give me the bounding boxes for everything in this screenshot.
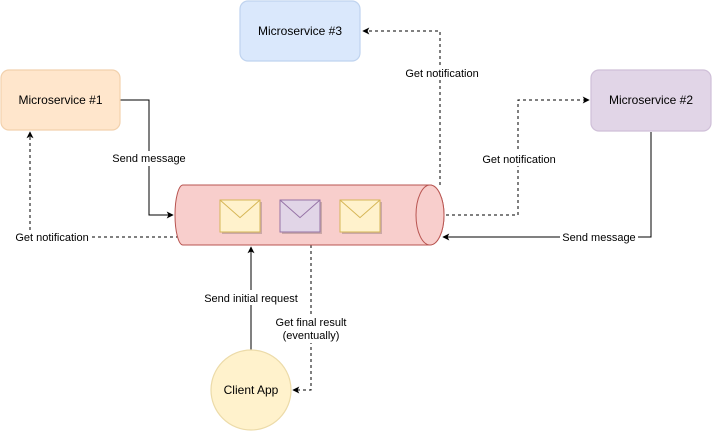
envelope-icon-yellow [219,199,262,234]
envelopes [219,199,382,234]
edge-get-final-result [292,245,312,394]
envelope-icon-yellow [339,199,382,234]
get-notification-label-ms1: Get notification [15,232,88,244]
microservice-3-label: Microservice #3 [258,24,342,38]
send-message-label-ms1: Send message [112,153,185,165]
get-notification-label-ms3: Get notification [405,68,478,80]
microservice-2-label: Microservice #2 [609,93,693,107]
get-notification-label-ms2: Get notification [482,154,555,166]
edge-labels: Send message Get notification Get notifi… [13,65,638,343]
microservice-2-node: Microservice #2 [590,69,712,132]
microservice-1-node: Microservice #1 [0,69,121,131]
edge-send-message-ms2 [442,132,652,241]
send-message-label-ms2: Send message [562,232,635,244]
microservice-3-node: Microservice #3 [239,0,361,62]
get-final-result-label: Get final result [276,317,347,329]
send-initial-request-label: Send initial request [204,293,298,305]
client-app-node: Client App [210,349,292,431]
envelope-icon-purple [279,199,322,234]
client-app-label: Client App [224,383,279,397]
microservice-1-label: Microservice #1 [18,93,102,107]
get-final-result-eventually-label: (eventually) [283,330,340,342]
edges [26,27,652,394]
edge-get-notification-ms2 [446,96,590,216]
edge-get-notification-ms3 [362,27,441,185]
edge-get-notification-ms1 [26,131,179,238]
